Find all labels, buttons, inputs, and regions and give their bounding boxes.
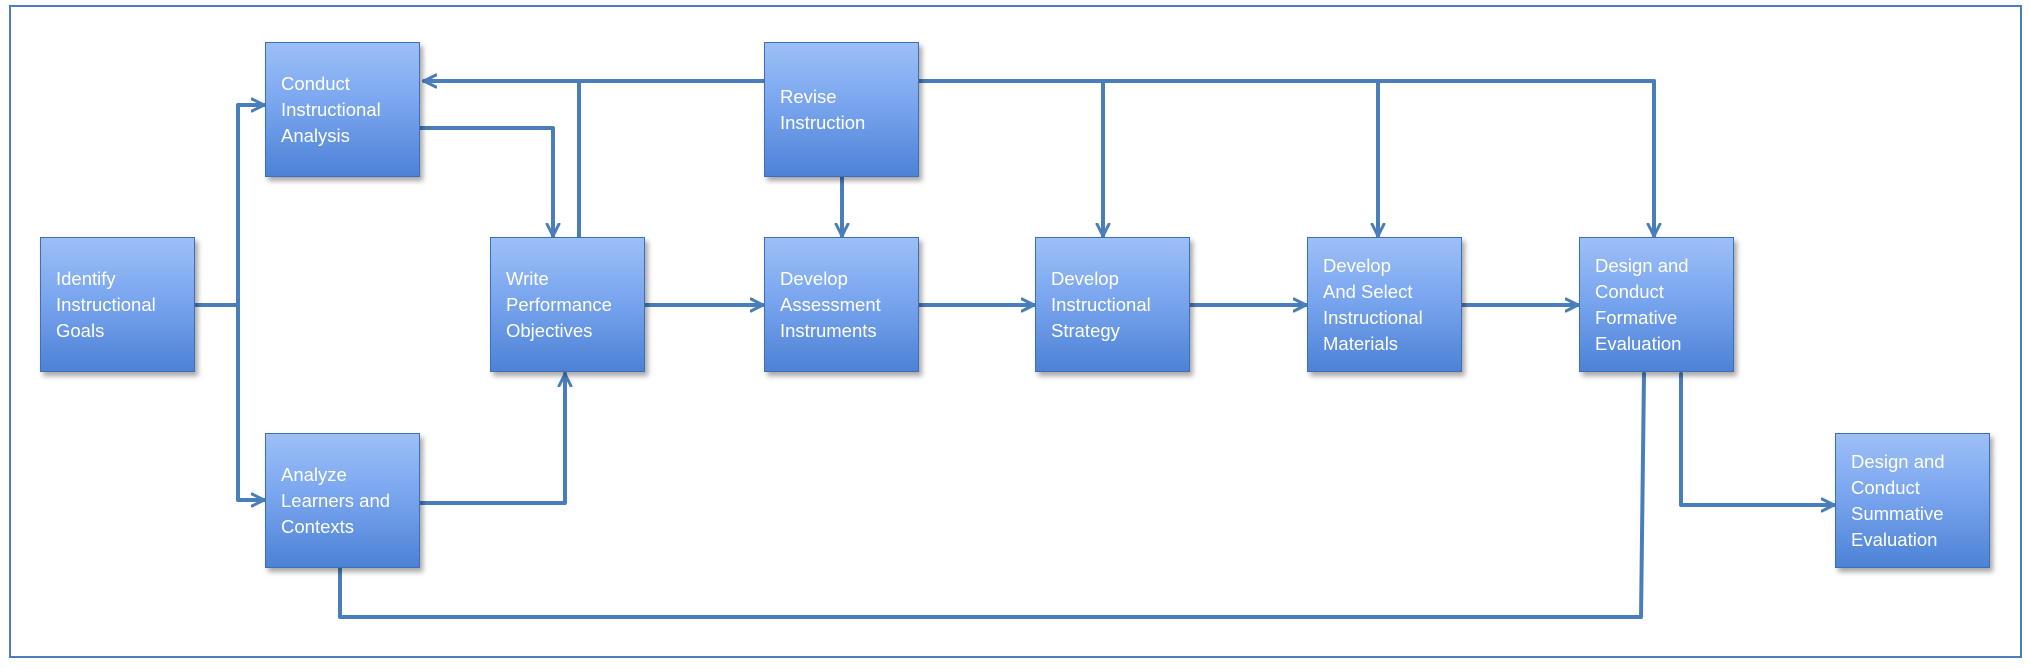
summative-evaluation-label: Design and Conduct Summative Evaluation [1851,450,1945,550]
write-objectives-box: Write Performance Objectives [490,237,645,372]
conduct-analysis-box: Conduct Instructional Analysis [265,42,420,177]
develop-assessment-box: Develop Assessment Instruments [764,237,919,372]
revise-instruction-label: Revise Instruction [780,85,866,133]
develop-materials-box: Develop And Select Instructional Materia… [1307,237,1462,372]
arrow-goals-to-learners [236,303,266,500]
develop-assessment-label: Develop Assessment Instruments [780,267,881,341]
conduct-analysis-label: Conduct Instructional Analysis [281,72,381,146]
identify-goals-box: Identify Instructional Goals [40,237,195,372]
analyze-learners-box: Analyze Learners and Contexts [265,433,420,568]
summative-evaluation-box: Design and Conduct Summative Evaluation [1835,433,1990,568]
formative-evaluation-label: Design and Conduct Formative Evaluation [1595,254,1689,354]
write-objectives-label: Write Performance Objectives [506,267,612,341]
develop-strategy-label: Develop Instructional Strategy [1051,267,1151,341]
arrow-analysis-to-objectives [419,126,553,238]
arrow-goals-to-analysis [236,105,266,307]
formative-evaluation-box: Design and Conduct Formative Evaluation [1579,237,1734,372]
develop-strategy-box: Develop Instructional Strategy [1035,237,1190,372]
identify-goals-label: Identify Instructional Goals [56,267,156,341]
connector-learners-formative-loop [338,372,1646,619]
arrow-formative-to-summative [1679,372,1836,505]
develop-materials-label: Develop And Select Instructional Materia… [1323,254,1423,354]
diagram-frame [9,5,2022,658]
revise-instruction-box: Revise Instruction [764,42,919,177]
analyze-learners-label: Analyze Learners and Contexts [281,463,391,537]
arrow-learners-to-objectives [419,372,565,505]
